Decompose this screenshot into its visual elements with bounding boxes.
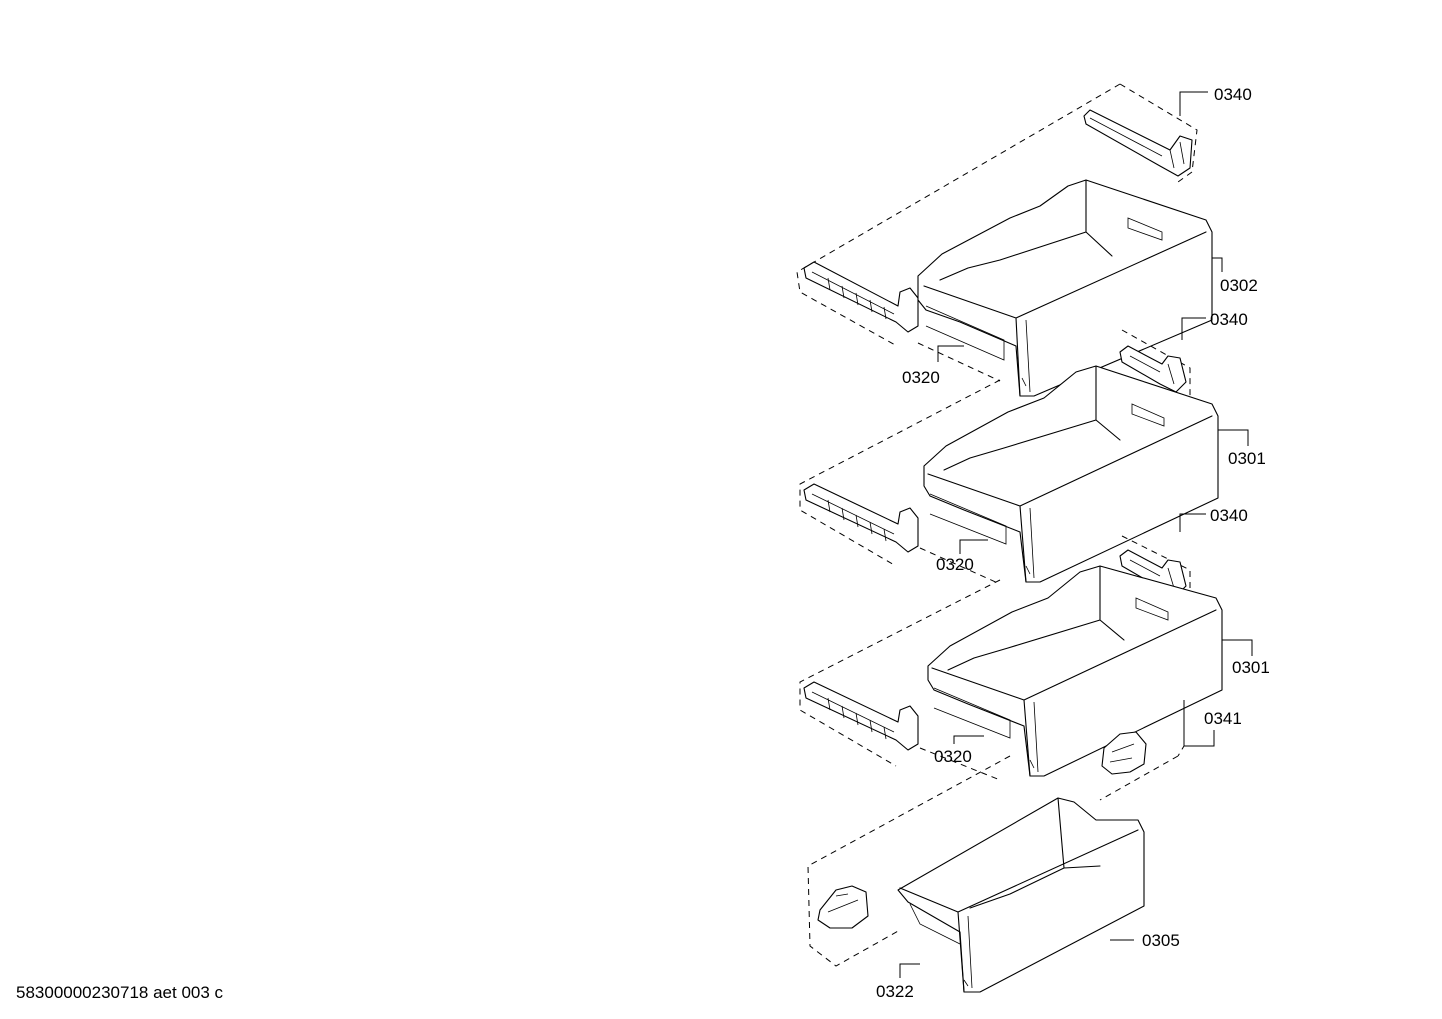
leader-lines <box>899 91 1253 978</box>
drawer-assembly-bottom <box>807 700 1185 993</box>
part-label-0341: 0341 <box>1204 709 1242 728</box>
drawer-assembly-middle <box>799 329 1219 585</box>
part-label-0340-top: 0340 <box>1214 85 1252 104</box>
drawer-assembly-lower <box>799 535 1223 781</box>
part-label-0340-b: 0340 <box>1210 506 1248 525</box>
rail-right-top <box>1083 109 1193 177</box>
document-id: 58300000230718 aet 003 c <box>16 983 224 1002</box>
part-label-0320-a: 0320 <box>902 368 940 387</box>
drawer-0301-lower <box>927 565 1223 777</box>
part-label-0301-b: 0301 <box>1232 658 1270 677</box>
drawer-assembly-top <box>796 83 1213 397</box>
bin-0305 <box>897 797 1145 993</box>
part-label-0320-b: 0320 <box>936 555 974 574</box>
clip-0341 <box>1101 731 1147 775</box>
part-label-0320-c: 0320 <box>934 747 972 766</box>
rail-left-middle <box>803 483 919 553</box>
clip-0322 <box>817 885 869 929</box>
part-label-0340-a: 0340 <box>1210 310 1248 329</box>
rail-left-top <box>803 261 919 333</box>
rail-left-lower <box>803 681 919 751</box>
part-label-0305: 0305 <box>1142 931 1180 950</box>
part-label-0301-a: 0301 <box>1228 449 1266 468</box>
part-label-0322: 0322 <box>876 982 914 1001</box>
part-label-0302: 0302 <box>1220 276 1258 295</box>
drawer-0302 <box>917 179 1213 397</box>
drawer-0301-upper <box>923 365 1219 583</box>
rail-right-middle <box>1119 345 1187 393</box>
